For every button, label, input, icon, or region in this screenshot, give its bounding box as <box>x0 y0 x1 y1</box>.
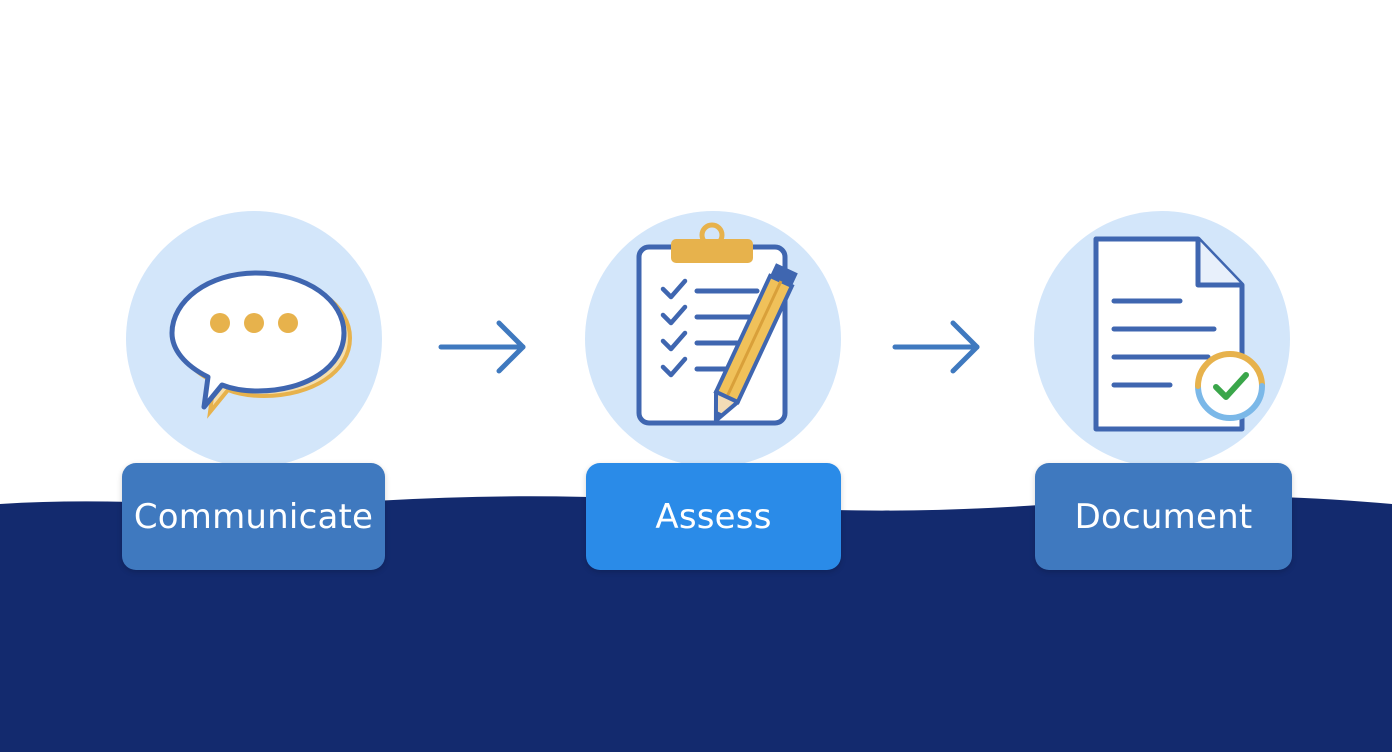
speech-bubble-icon <box>126 211 382 467</box>
label-document: Document <box>1035 463 1292 570</box>
arrow-right-icon <box>892 320 980 374</box>
label-assess: Assess <box>586 463 841 570</box>
arrow-right-icon <box>438 320 526 374</box>
clipboard-checklist-icon <box>585 211 841 467</box>
label-communicate: Communicate <box>122 463 385 570</box>
document-check-icon <box>1034 211 1290 467</box>
